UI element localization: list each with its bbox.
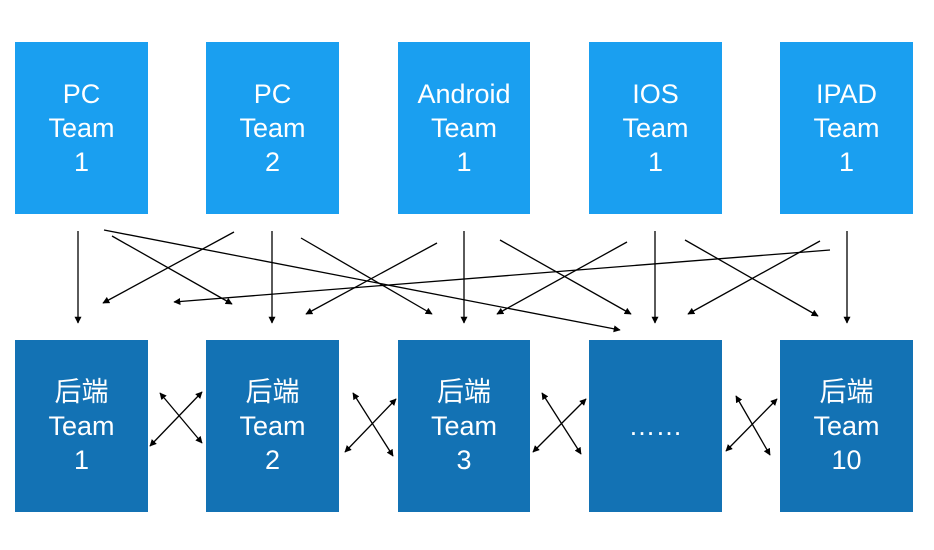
team-number: 1	[647, 147, 664, 177]
frontend-team-box: Android Team 1	[398, 42, 530, 214]
backend-team-box: 后端 Team 2	[206, 340, 339, 512]
backend-team-box: 后端 Team 10	[780, 340, 913, 512]
team-number: 1	[456, 147, 472, 177]
frontend-team-box: PC Team 2	[206, 42, 339, 214]
backend-sync-arrows	[149, 391, 778, 457]
ellipsis-text: ……	[628, 411, 683, 441]
team-word: Team	[48, 411, 115, 441]
team-name: 后端	[819, 377, 874, 407]
team-word: Team	[48, 113, 115, 143]
team-name: IPAD	[815, 79, 877, 109]
bidirectional-arrow	[725, 398, 778, 452]
team-number: 1	[73, 147, 90, 177]
team-number: 1	[73, 445, 90, 475]
frontend-team-box: PC Team 1	[15, 42, 148, 214]
team-word: Team	[239, 113, 306, 143]
arrow	[684, 239, 819, 317]
team-word: Team	[813, 113, 880, 143]
backend-team-box: 后端 Team 1	[15, 340, 148, 512]
team-name: 后端	[437, 377, 491, 407]
team-number: 1	[838, 147, 855, 177]
arrow	[305, 242, 438, 315]
arrow	[173, 249, 831, 305]
bidirectional-arrow	[344, 398, 397, 453]
frontend-team-box: IOS Team 1	[589, 42, 722, 214]
team-number: 2	[264, 445, 281, 475]
arrow	[111, 235, 233, 305]
arrow	[499, 239, 632, 315]
team-name: IOS	[632, 79, 679, 109]
bidirectional-arrow	[735, 395, 771, 456]
arrow	[103, 229, 621, 333]
bidirectional-arrow	[149, 391, 203, 447]
backend-team-box: 后端 Team 3	[398, 340, 530, 512]
team-number: 2	[264, 147, 281, 177]
team-number: 3	[456, 445, 472, 475]
frontend-team-box: IPAD Team 1	[780, 42, 913, 214]
arrow	[300, 237, 433, 315]
bidirectional-arrow	[159, 392, 203, 444]
team-word: Team	[239, 411, 306, 441]
team-name: 后端	[245, 377, 300, 407]
team-word: Team	[622, 113, 689, 143]
frontend-to-backend-arrows	[74, 229, 851, 333]
team-name: Android	[417, 79, 511, 109]
team-word: Team	[430, 411, 498, 441]
arrow	[496, 241, 628, 315]
team-name: 后端	[54, 377, 109, 407]
team-word: Team	[430, 113, 497, 143]
team-word: Team	[813, 411, 880, 441]
team-name: PC	[62, 79, 101, 109]
team-name: PC	[253, 79, 292, 109]
arrow	[102, 231, 235, 304]
bidirectional-arrow	[532, 398, 587, 453]
team-number: 10	[831, 445, 862, 475]
backend-ellipsis-box: ……	[589, 340, 722, 512]
bidirectional-arrow	[352, 392, 394, 457]
